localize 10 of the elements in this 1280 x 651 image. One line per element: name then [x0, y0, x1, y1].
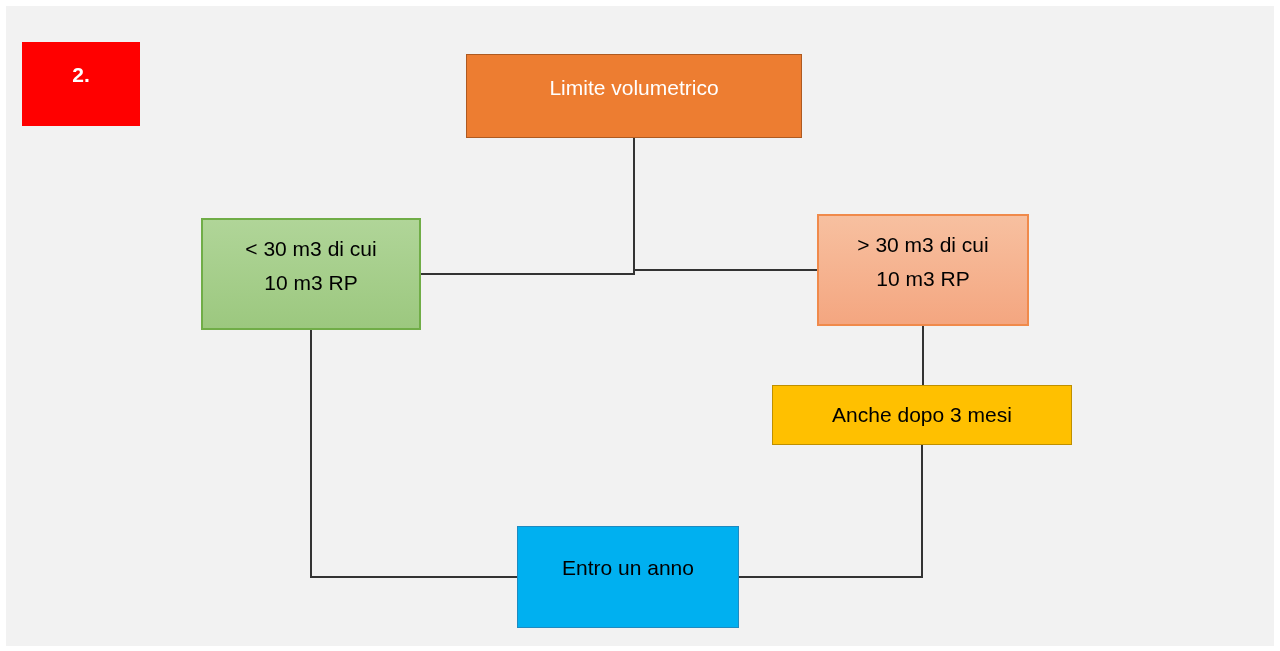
connector-line — [310, 329, 518, 578]
process-box: Anche dopo 3 mesi — [772, 385, 1072, 445]
number-badge: 2. — [22, 42, 140, 126]
process-box: < 30 m3 di cui 10 m3 RP — [201, 218, 421, 330]
process-box: Entro un anno — [517, 526, 739, 628]
connector-line — [738, 444, 923, 578]
connector-line — [633, 137, 818, 271]
title-box: Limite volumetrico — [466, 54, 802, 138]
process-box: > 30 m3 di cui 10 m3 RP — [817, 214, 1029, 326]
connector-line — [922, 325, 924, 386]
